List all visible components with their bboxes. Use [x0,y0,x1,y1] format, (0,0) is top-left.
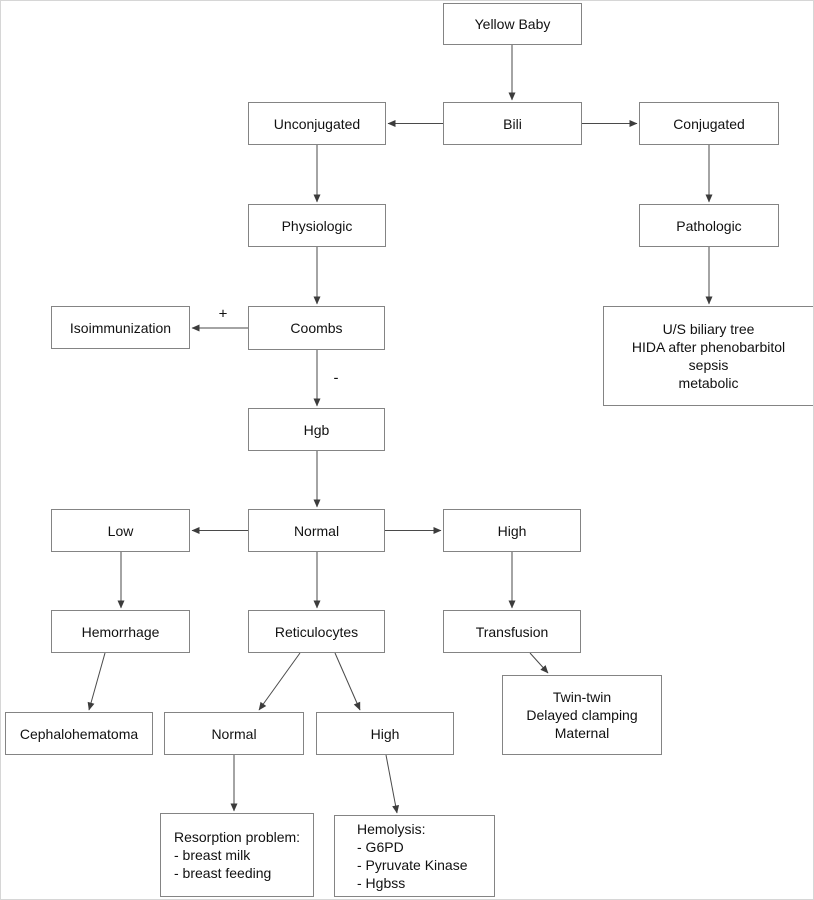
node-hgb: Hgb [248,408,385,451]
node-transfusion: Transfusion [443,610,581,653]
edge-transfusion-causes [529,652,549,674]
node-physiologic: Physiologic [248,204,386,247]
resorption-line: - breast milk [174,847,251,863]
transfusion-cause-line: Maternal [554,725,610,741]
hemolysis-line: Hemolysis: [357,821,426,837]
transfusion-cause-line: Twin-twin [552,689,612,705]
workup-line: metabolic [678,375,739,391]
edge-reticulocytes-high [334,652,361,711]
node-cephalohematoma: Cephalohematoma [5,712,153,755]
hemolysis-line: - G6PD [357,839,404,855]
workup-line: U/S biliary tree [662,321,755,337]
node-retic-high: High [316,712,454,755]
node-hemorrhage: Hemorrhage [51,610,190,653]
node-coombs: Coombs [248,306,385,350]
node-unconjugated: Unconjugated [248,102,386,145]
node-yellow-baby: Yellow Baby [443,3,582,45]
node-isoimmunization: Isoimmunization [51,306,190,349]
transfusion-cause-line: Delayed clamping [526,707,638,723]
node-hgb-normal: Normal [248,509,385,552]
edge-high-hemolysis [385,754,400,814]
node-pathologic: Pathologic [639,204,779,247]
resorption-line: Resorption problem: [174,829,301,845]
coombs-negative-label: - [333,369,339,387]
node-reticulocytes: Reticulocytes [248,610,385,653]
coombs-positive-label: + [218,305,228,323]
node-resorption-problem: Resorption problem: - breast milk - brea… [160,813,314,897]
edge-hemorrhage-cephalohematoma [87,652,106,711]
node-hgb-high: High [443,509,581,552]
hemolysis-line: - Pyruvate Kinase [357,857,468,873]
edge-reticulocytes-normal [258,652,301,711]
node-transfusion-causes: Twin-twin Delayed clamping Maternal [502,675,662,755]
node-hemolysis: Hemolysis: - G6PD - Pyruvate Kinase - Hg… [334,815,495,897]
node-bili: Bili [443,102,582,145]
hemolysis-line: - Hgbss [357,875,406,891]
node-hgb-low: Low [51,509,190,552]
node-retic-normal: Normal [164,712,304,755]
node-conjugated: Conjugated [639,102,779,145]
workup-line: sepsis [688,357,729,373]
resorption-line: - breast feeding [174,865,272,881]
node-conjugated-workup: U/S biliary tree HIDA after phenobarbito… [603,306,813,406]
workup-line: HIDA after phenobarbitol [631,339,786,355]
